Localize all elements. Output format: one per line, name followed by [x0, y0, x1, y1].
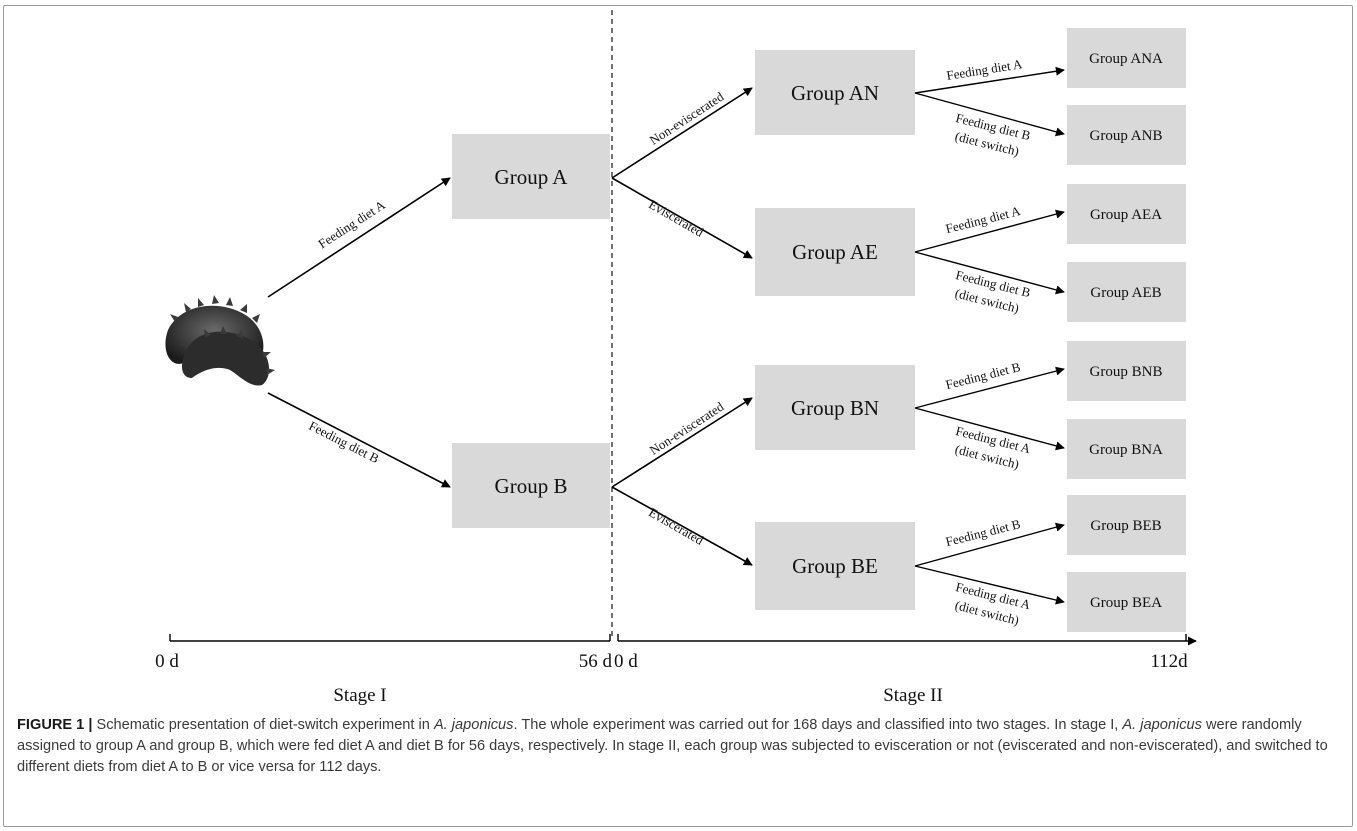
leaf-feed-aea: Feeding diet A — [944, 203, 1022, 236]
group-bna-box — [1067, 419, 1186, 479]
caption-text-1: Schematic presentation of diet-switch ex… — [92, 717, 434, 733]
group-ae-label: Group AE — [792, 240, 878, 264]
branch-label-a-evi: Eviscerated — [646, 196, 706, 240]
leaf-feed-bnb: Feeding diet B — [944, 359, 1022, 392]
arrow-be-beb — [914, 522, 1065, 567]
group-b-label: Group B — [495, 474, 568, 498]
group-bn-label: Group BN — [791, 396, 879, 420]
group-aea-label: Group AEA — [1090, 207, 1162, 223]
group-aeb-label: Group AEB — [1090, 285, 1161, 301]
arrow-an-anb — [914, 92, 1065, 137]
arrow-a-ae — [611, 177, 753, 259]
group-bna-label: Group BNA — [1089, 442, 1163, 458]
branch-label-b-evi: Eviscerated — [646, 504, 706, 548]
group-bea-label: Group BEA — [1090, 595, 1162, 611]
caption-text-3: were randomly assigned to group A and gr… — [17, 717, 1328, 775]
group-a-box — [452, 134, 610, 219]
group-bnb-label: Group BNB — [1090, 364, 1163, 380]
group-b-box — [452, 443, 610, 528]
feed-label-b: Feeding diet B — [307, 418, 382, 466]
group-a-label: Group A — [495, 165, 569, 189]
feed-label-a: Feeding diet A — [315, 197, 388, 252]
group-anb-box — [1067, 105, 1186, 165]
group-be-label: Group BE — [792, 554, 878, 578]
leaf-feed-beb: Feeding diet B — [944, 516, 1022, 549]
arrow-b-be — [611, 486, 753, 566]
arrow-bn-bnb — [914, 366, 1065, 409]
group-be-box — [755, 522, 915, 610]
arrow-an-ana — [914, 66, 1065, 94]
group-ae-box — [755, 208, 915, 296]
group-anb-label: Group ANB — [1090, 128, 1163, 144]
arrow-to-group-b — [267, 392, 451, 488]
group-aea-box — [1067, 184, 1186, 244]
diet-switch-diagram: Feeding diet A Feeding diet B Group A Gr… — [155, 10, 1197, 706]
group-ana-label: Group ANA — [1089, 51, 1163, 67]
leaf-feed-ana: Feeding diet A — [945, 56, 1024, 83]
stage1-label: Stage I — [333, 685, 386, 706]
arrow-to-group-a — [267, 177, 451, 298]
arrow-ae-aea — [914, 209, 1065, 253]
sea-cucumber-icon — [165, 295, 275, 386]
group-beb-box — [1067, 495, 1186, 555]
caption-species-2: A. japonicus — [1122, 717, 1202, 733]
figure-caption: FIGURE 1 | Schematic presentation of die… — [17, 715, 1342, 778]
timeline — [169, 634, 1197, 646]
arrow-bn-bna — [914, 407, 1065, 451]
arrow-ae-aeb — [914, 251, 1065, 295]
group-bea-box — [1067, 572, 1186, 632]
group-an-label: Group AN — [791, 81, 879, 105]
branch-label-b-non: Non-eviscerated — [647, 398, 727, 457]
group-beb-label: Group BEB — [1090, 518, 1161, 534]
caption-species-1: A. japonicus — [433, 717, 514, 733]
stage2-label: Stage II — [883, 685, 943, 706]
group-an-box — [755, 50, 915, 135]
caption-text-2: . The whole experiment was carried out f… — [513, 717, 1123, 733]
branch-label-a-non: Non-eviscerated — [647, 88, 727, 147]
arrow-b-bn — [611, 397, 753, 488]
tick-0d: 0 d — [155, 651, 179, 672]
tick-0d-stage2: 0 d — [614, 651, 638, 672]
arrow-a-an — [611, 87, 753, 179]
group-bn-box — [755, 365, 915, 450]
group-bnb-box — [1067, 341, 1186, 401]
figure-frame — [3, 5, 1353, 827]
group-aeb-box — [1067, 262, 1186, 322]
arrow-be-bea — [914, 565, 1065, 605]
tick-112d: 112d — [1150, 651, 1188, 672]
caption-figure-id: FIGURE 1 | — [17, 717, 93, 733]
tick-56d: 56 d — [579, 651, 613, 672]
group-ana-box — [1067, 28, 1186, 88]
